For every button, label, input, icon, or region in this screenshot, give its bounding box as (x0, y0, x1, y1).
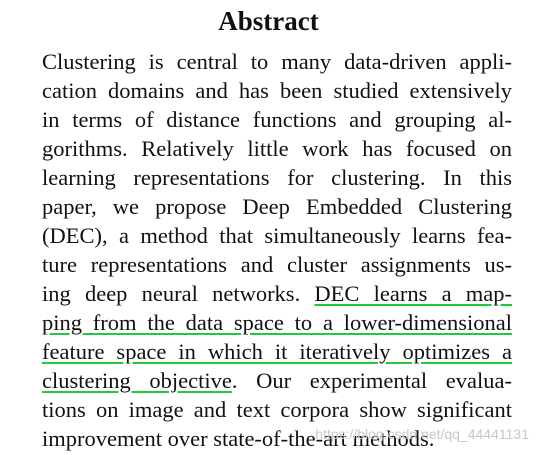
abstract-line: cation domains and has been studied exte… (42, 78, 512, 103)
line-text: . Our experimental evalua- (231, 368, 512, 393)
highlighted-text: clustering objective (42, 368, 232, 393)
abstract-line: learning representations for clustering.… (42, 165, 512, 190)
highlighted-text: feature space in which it iteratively op… (42, 339, 512, 364)
abstract-line-highlighted: ping from the data space to a lower-dime… (42, 308, 512, 337)
abstract-line: tions on image and text corpora show sig… (42, 397, 512, 422)
abstract-last-line: improvement over state-of-the-art method… (42, 426, 435, 451)
watermark: https://blog.csdn.net/qq_44441131 (315, 426, 529, 442)
abstract-line: ture representations and cluster assignm… (42, 252, 512, 277)
abstract-body: Clustering is central to many data-drive… (42, 47, 512, 453)
abstract-line: gorithms. Relatively little work has foc… (42, 136, 512, 161)
abstract-line: paper, we propose Deep Embedded Clusteri… (42, 194, 512, 219)
abstract-line-with-highlight-start: ing deep neural networks. DEC learns a m… (42, 279, 512, 308)
abstract-line: Clustering is central to many data-drive… (42, 49, 512, 74)
highlighted-text: ping from the data space to a lower-dime… (42, 310, 512, 335)
abstract-line: in terms of distance functions and group… (42, 107, 512, 132)
abstract-title: Abstract (218, 6, 319, 36)
abstract-line-with-highlight-end: clustering objective. Our experimental e… (42, 366, 512, 395)
highlighted-text: DEC learns a map- (314, 281, 512, 306)
abstract-line: (DEC), a method that simultaneously lear… (42, 223, 512, 248)
abstract-line-highlighted: feature space in which it iteratively op… (42, 337, 512, 366)
line-text: ing deep neural networks. (42, 281, 301, 306)
